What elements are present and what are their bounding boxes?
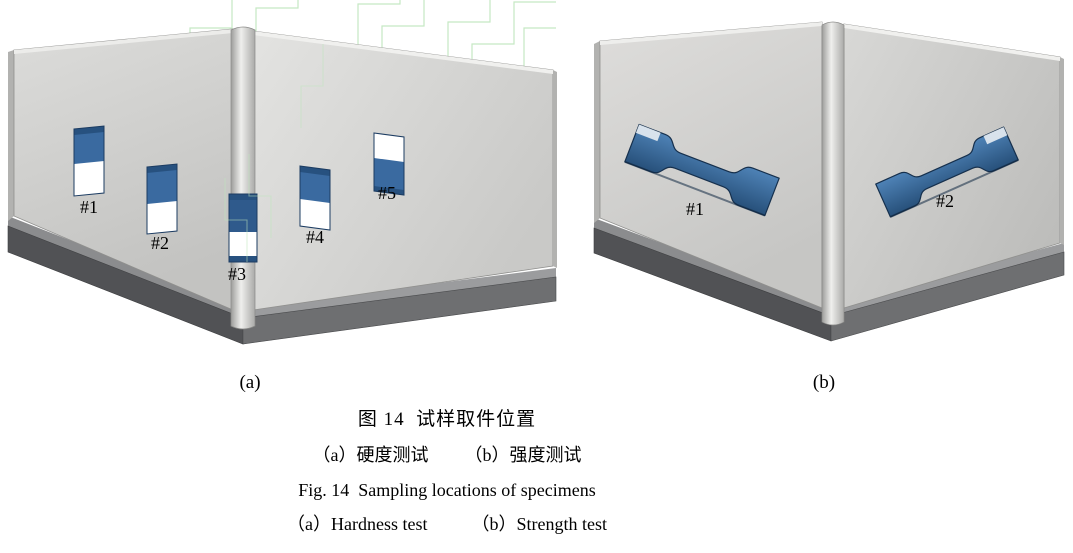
- hardness-pocket-3: [228, 193, 258, 263]
- corner-bend-b: [821, 21, 845, 326]
- caption-en-item-a: （a）Hardness test: [287, 514, 428, 535]
- caption-zh-item-a: （a）硬度测试: [312, 444, 429, 465]
- right-plate-top-edge-a: [253, 31, 553, 74]
- hardness-pocket-1: [73, 125, 105, 197]
- left-plate-top-edge-a: [14, 29, 233, 54]
- caption-zh-subtitle: （a）硬度测试 （b）强度测试: [313, 445, 582, 466]
- tensile-specimen-1: [624, 123, 780, 217]
- figure-illustration: [7, 0, 1065, 345]
- caption-en-title: Fig. 14 Sampling locations of specimens: [298, 479, 596, 500]
- right-plate-edge-b: [1060, 57, 1064, 245]
- specimen-label-b2: #2: [936, 191, 954, 211]
- cad-sketch-overlay: [224, 44, 324, 262]
- right-plate-top-edge-b: [844, 24, 1060, 61]
- caption-en-subtitle: （a）Hardness test （b）Strength test: [287, 514, 607, 535]
- specimen-label-b1: #1: [686, 199, 704, 219]
- left-plate-top-edge-b: [600, 22, 822, 45]
- specimen-label-a3: #3: [228, 264, 246, 284]
- hardness-pocket-2: [146, 163, 178, 235]
- part-a-model: [7, 26, 557, 345]
- caption-en-item-b: （b）Strength test: [471, 514, 607, 535]
- base-bevel-left-a: [8, 216, 243, 318]
- specimen-label-a1: #1: [80, 197, 98, 217]
- base-bevel-right-b: [831, 243, 1064, 316]
- left-plate-edge-b: [594, 41, 600, 223]
- caption-zh-item-b: （b）强度测试: [464, 444, 582, 465]
- part-b-model: [593, 21, 1065, 342]
- hardness-pocket-5: [373, 132, 405, 196]
- base-front-right-a: [242, 276, 557, 345]
- hardness-pocket-4: [299, 165, 331, 231]
- right-plate-edge-a: [553, 70, 557, 268]
- specimen-label-a5: #5: [378, 183, 396, 203]
- caption-zh-title: 图 14 试样取件位置: [357, 409, 537, 430]
- specimen-label-a4: #4: [306, 227, 324, 247]
- panel-tag-b: (b): [812, 372, 836, 393]
- figure-caption-block: 图 14 试样取件位置 （a）硬度测试 （b）强度测试 Fig. 14 Samp…: [0, 409, 894, 535]
- tensile-specimen-2: [875, 126, 1019, 218]
- specimen-label-a2: #2: [151, 233, 169, 253]
- base-bevel-right-a: [243, 268, 556, 318]
- panel-tag-a: (a): [239, 372, 261, 393]
- base-front-right-b: [830, 251, 1065, 342]
- base-bevel-left-b: [594, 218, 831, 316]
- left-plate-edge-a: [8, 50, 14, 221]
